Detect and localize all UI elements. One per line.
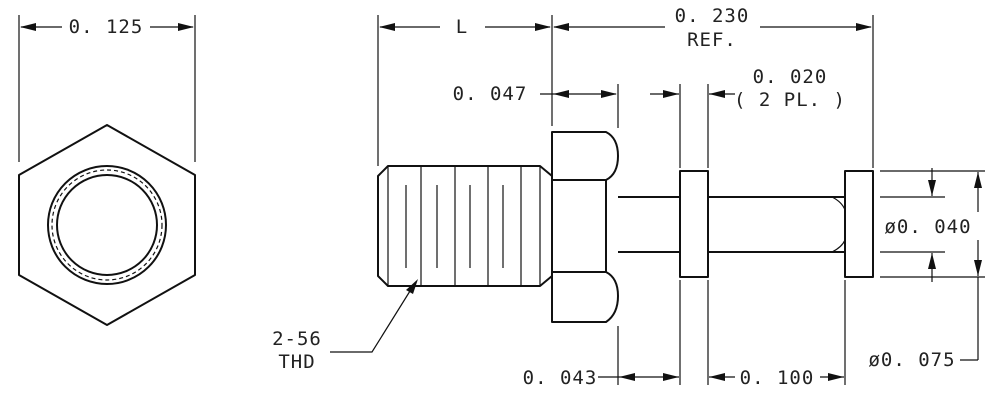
dim-hex-thickness: 0. 047 bbox=[453, 83, 617, 105]
label-length: L bbox=[456, 16, 468, 38]
label-flange-thickness: 0. 020 bbox=[753, 66, 828, 88]
flange-1 bbox=[679, 170, 709, 278]
label-shaft-length: 0. 100 bbox=[740, 367, 815, 389]
label-flange-count: ( 2 PL. ) bbox=[734, 89, 846, 111]
label-diameter-large: ø0. 075 bbox=[868, 349, 955, 371]
dim-shaft-length: 0. 100 bbox=[709, 367, 844, 389]
hex-end-view bbox=[18, 124, 196, 326]
label-diameter-small: ø0. 040 bbox=[884, 216, 971, 238]
thread-callout: 2-56 THD bbox=[272, 279, 418, 373]
hex-nut bbox=[551, 131, 619, 323]
flange-2 bbox=[844, 170, 874, 278]
dim-flange-thickness: 0. 020 ( 2 PL. ) bbox=[650, 66, 846, 111]
dim-diameter-small: ø0. 040 bbox=[884, 168, 971, 282]
dim-neck-length: 0. 043 bbox=[523, 367, 679, 389]
hex-thread-dashed bbox=[51, 169, 163, 281]
threaded-body bbox=[377, 165, 553, 287]
label-overall-ref: REF. bbox=[687, 29, 737, 51]
hex-outline bbox=[18, 124, 196, 326]
side-view bbox=[377, 131, 874, 323]
label-thread-note: THD bbox=[278, 351, 315, 373]
dim-length: L bbox=[379, 16, 551, 38]
label-hex-thickness: 0. 047 bbox=[453, 83, 528, 105]
label-thread-spec: 2-56 bbox=[272, 328, 322, 350]
extension-lines bbox=[377, 15, 985, 385]
shaft bbox=[708, 196, 845, 253]
dim-overall: 0. 230 REF. bbox=[553, 5, 872, 51]
label-hex-width: 0. 125 bbox=[69, 16, 144, 38]
dim-hex-width: 0. 125 bbox=[18, 15, 196, 162]
dim-diameter-large: ø0. 075 bbox=[868, 172, 982, 371]
hex-bore-inner bbox=[56, 174, 158, 276]
label-overall: 0. 230 bbox=[675, 5, 750, 27]
hex-bore-outer bbox=[47, 165, 167, 285]
label-neck-length: 0. 043 bbox=[523, 367, 598, 389]
